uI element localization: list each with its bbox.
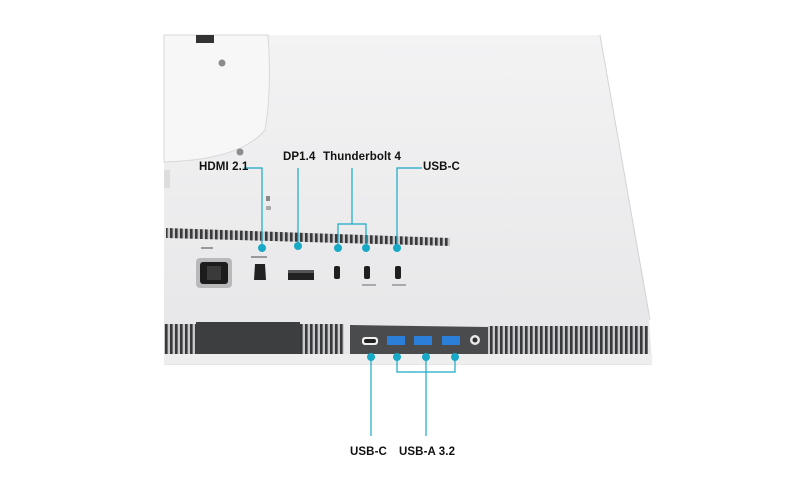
displayport-port (288, 270, 314, 280)
top-vent (166, 228, 450, 246)
usba-port-2 (414, 336, 432, 345)
rear-port-panel (196, 247, 406, 288)
callout-thunderbolt-label: Thunderbolt 4 (323, 151, 401, 163)
lock-icon (266, 196, 270, 201)
callout-lines (244, 167, 456, 436)
vesa-mount (163, 34, 270, 188)
monitor-back-panel (164, 35, 652, 365)
callout-dp-label: DP1.4 (283, 151, 316, 163)
thunderbolt-port-2 (364, 266, 370, 279)
hdmi-port (254, 264, 266, 280)
usbc-port-bottom (364, 339, 376, 343)
callout-usbc-bottom-label: USB-C (350, 446, 387, 458)
callout-hdmi-label: HDMI 2.1 (199, 161, 249, 173)
usba-port-1 (387, 336, 405, 345)
callout-usba-label: USB-A 3.2 (399, 446, 456, 458)
callout-usbc-top-label: USB-C (423, 161, 460, 173)
bottom-vent-right (488, 326, 648, 354)
usba-port-3 (442, 336, 460, 345)
usbc-port-top (395, 266, 401, 279)
callout-dots (258, 242, 459, 361)
bottom-port-strip (350, 325, 488, 354)
thunderbolt-port-1 (334, 266, 340, 279)
